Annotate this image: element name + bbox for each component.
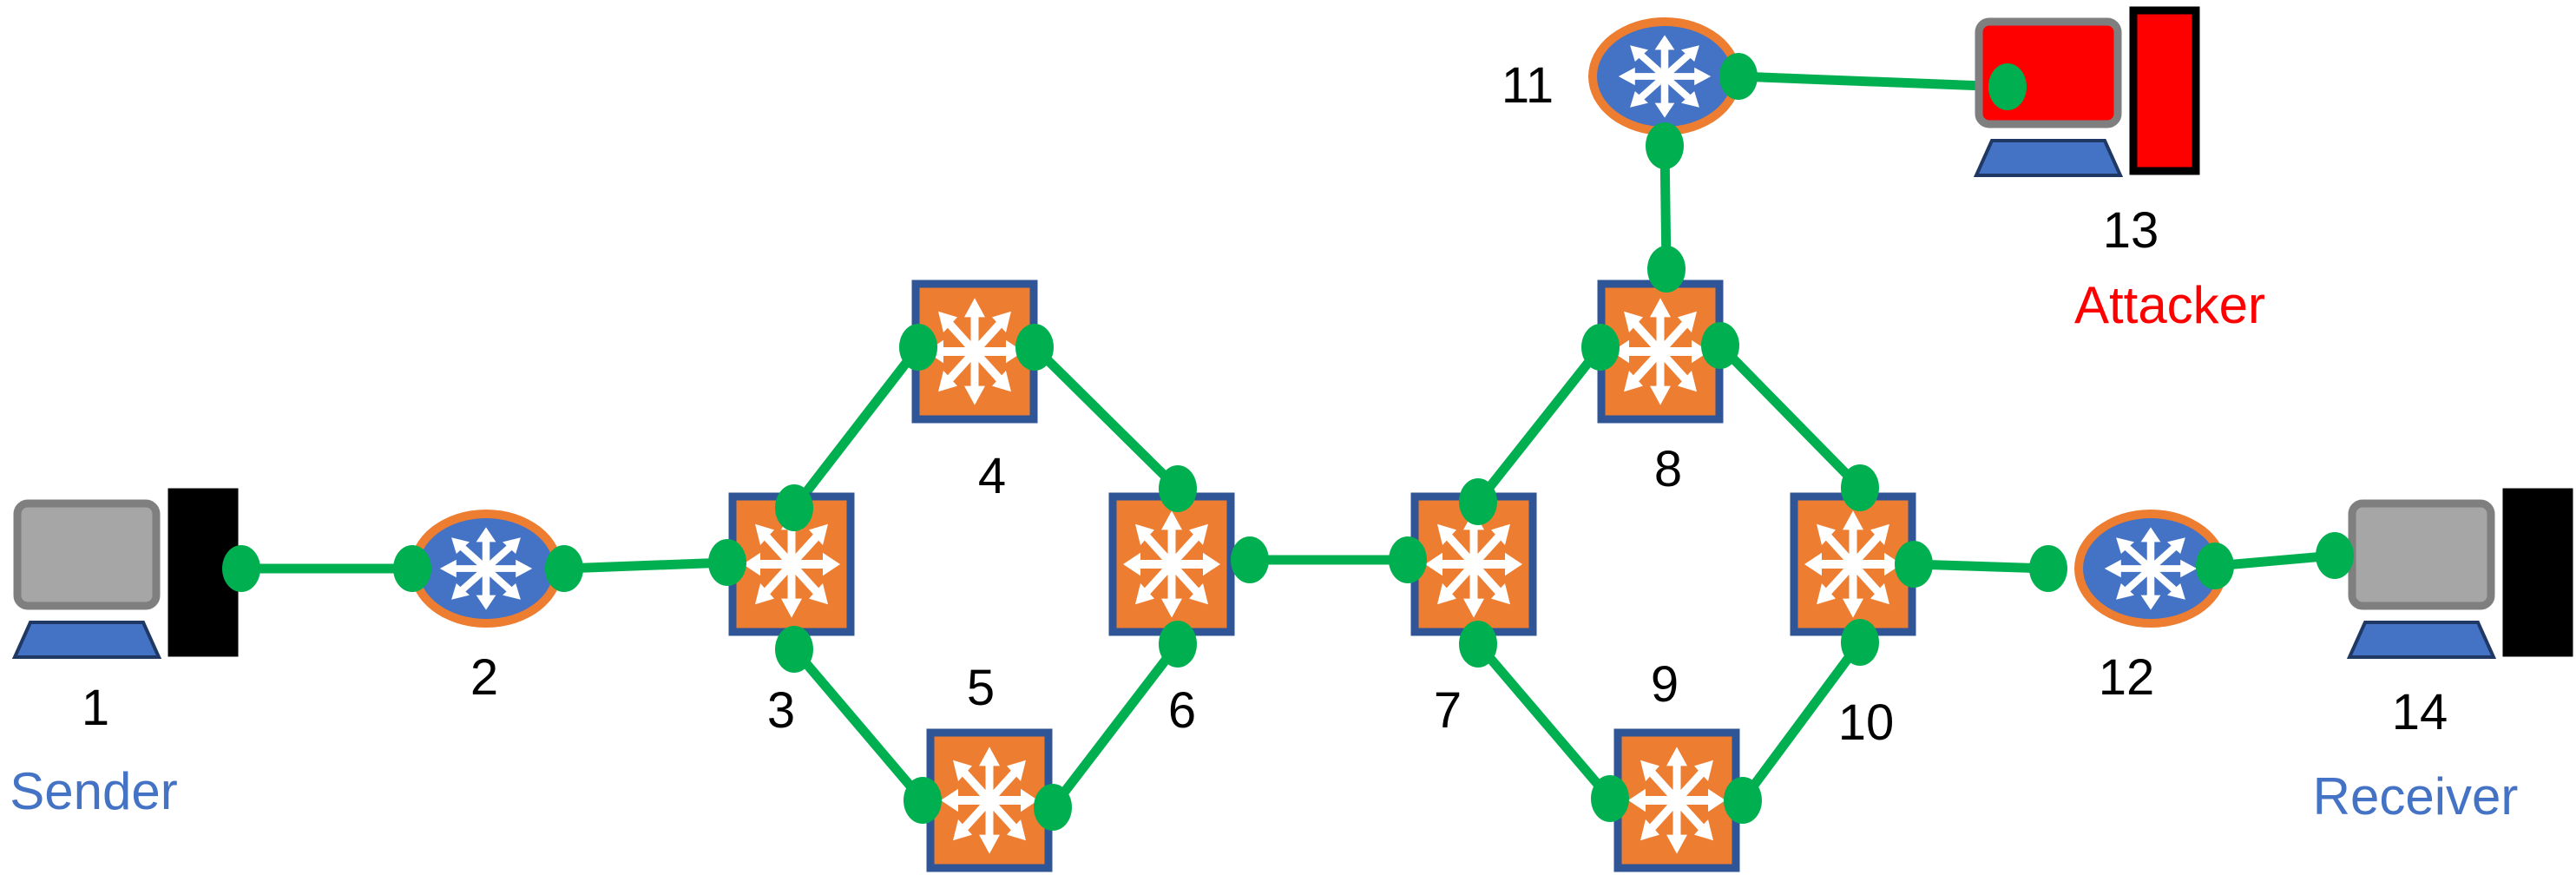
switch-arrows-icon: [1612, 298, 1709, 405]
link-3-5: [789, 644, 928, 806]
port-dot-3-4-1: [899, 324, 937, 371]
port-dot-1-2-1: [393, 545, 431, 592]
host-tower: [2502, 488, 2573, 657]
node-1-host: [11, 488, 239, 659]
port-dot-2-3-0: [545, 545, 583, 592]
ports-layer: [222, 53, 2354, 831]
node-label-14: 14: [2392, 684, 2448, 740]
port-dot-9-10-0: [1724, 777, 1762, 824]
port-dot-8-11-0: [1647, 246, 1686, 293]
nodes-layer: [11, 6, 2573, 872]
port-dot-9-10-1: [1841, 619, 1879, 666]
port-dot-4-6-1: [1159, 465, 1197, 512]
port-dot-3-5-0: [775, 626, 813, 673]
link-11-13: [1733, 71, 2013, 92]
node-10-switch: [1790, 492, 1916, 636]
node-label-2: 2: [470, 649, 498, 706]
port-dot-3-5-1: [904, 777, 942, 824]
links-layer: [236, 71, 2340, 812]
node-9-switch: [1613, 728, 1740, 872]
port-dot-5-6-0: [1034, 784, 1072, 831]
node-label-5: 5: [967, 660, 995, 716]
host-tower: [2129, 6, 2200, 175]
link-7-9: [1473, 639, 1615, 804]
node-label-6: 6: [1168, 682, 1196, 739]
node-label-9: 9: [1651, 656, 1679, 713]
host-keyboard: [11, 621, 162, 659]
node-label-11: 11: [1502, 57, 1554, 114]
node-12-router: [2074, 510, 2227, 628]
port-dot-10-12-0: [1895, 541, 1933, 588]
link-8-10: [1715, 340, 1865, 493]
port-dot-7-8-0: [1459, 478, 1497, 525]
host-monitor: [13, 499, 161, 610]
node-label-8: 8: [1654, 441, 1682, 497]
node-2-router: [410, 510, 562, 628]
node-label-4: 4: [978, 448, 1006, 504]
port-dot-6-7-0: [1231, 536, 1269, 583]
node-label-12: 12: [2099, 649, 2155, 706]
port-dot-7-8-1: [1581, 324, 1620, 371]
switch-arrows-icon: [1804, 510, 1902, 617]
port-dot-8-10-1: [1841, 464, 1879, 511]
host-monitor: [2348, 499, 2495, 610]
host-keyboard: [1973, 139, 2124, 177]
link-4-6: [1029, 342, 1183, 494]
node-label-13: 13: [2103, 202, 2159, 259]
port-dot-7-9-1: [1591, 775, 1629, 822]
switch-arrows-icon: [1123, 510, 1220, 617]
link-9-10: [1738, 637, 1865, 806]
router-arrows-icon: [1619, 35, 1711, 117]
port-dot-2-3-1: [708, 539, 746, 586]
role-label-receiver: Receiver: [2313, 767, 2519, 826]
node-14-host: [2346, 488, 2573, 659]
node-label-7: 7: [1434, 682, 1462, 739]
node-13-host: [1973, 6, 2200, 177]
link-12-14: [2210, 550, 2340, 571]
link-3-4: [789, 342, 923, 513]
link-10-12: [1909, 559, 2054, 574]
router-arrows-icon: [2105, 527, 2197, 609]
node-5-switch: [926, 728, 1053, 872]
link-7-8: [1473, 342, 1606, 507]
port-dot-11-13-1: [1988, 63, 2027, 110]
role-label-sender: Sender: [10, 762, 177, 820]
node-label-10: 10: [1838, 694, 1895, 751]
router-arrows-icon: [440, 527, 532, 609]
switch-arrows-icon: [1425, 510, 1522, 617]
node-label-3: 3: [767, 682, 795, 739]
port-dot-7-9-0: [1459, 621, 1497, 668]
switch-arrows-icon: [941, 747, 1038, 853]
role-label-attacker: Attacker: [2074, 276, 2265, 334]
host-keyboard: [2346, 621, 2497, 659]
port-dot-12-14-0: [2196, 543, 2234, 589]
port-dot-3-4-0: [775, 484, 813, 531]
port-dot-12-14-1: [2316, 532, 2354, 579]
port-dot-6-7-1: [1389, 536, 1427, 583]
node-label-1: 1: [82, 680, 109, 736]
port-dot-4-6-0: [1015, 324, 1054, 371]
port-dot-8-10-0: [1701, 322, 1739, 369]
switch-arrows-icon: [1628, 747, 1725, 853]
link-2-3: [559, 557, 733, 574]
port-dot-5-6-1: [1159, 621, 1197, 668]
link-5-6: [1048, 639, 1183, 812]
port-dot-11-13-0: [1719, 53, 1758, 100]
port-dot-8-11-1: [1646, 122, 1684, 169]
node-11-router: [1588, 17, 1741, 135]
port-dot-1-2-0: [222, 545, 260, 592]
port-dot-10-12-1: [2029, 545, 2067, 592]
node-6-switch: [1108, 492, 1235, 636]
switch-arrows-icon: [926, 298, 1023, 405]
